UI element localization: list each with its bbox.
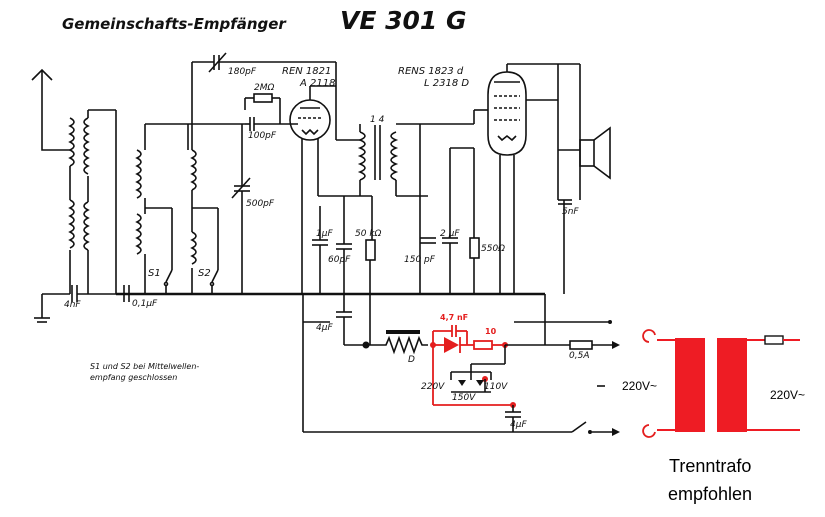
label-mod-res: 10 bbox=[485, 327, 497, 336]
label-2uf: 2 μF bbox=[440, 229, 460, 239]
label-150pf: 150 pF bbox=[404, 255, 436, 265]
ground-symbol bbox=[34, 294, 50, 323]
trafo-caption-line2: empfohlen bbox=[668, 484, 752, 504]
speaker-icon bbox=[558, 126, 611, 180]
fuse bbox=[569, 340, 620, 350]
title-prefix: Gemeinschafts-Empfänger bbox=[62, 15, 287, 33]
title-model: VE 301 G bbox=[340, 6, 467, 35]
label-550: 550Ω bbox=[481, 244, 505, 254]
label-s2: S2 bbox=[198, 268, 211, 279]
label-tube2-line1: RENS 1823 d bbox=[398, 66, 464, 77]
note-line1: S1 und S2 bei Mittelwellen- bbox=[90, 362, 199, 371]
capacitor-150pf bbox=[396, 195, 436, 244]
label-220v: 220V bbox=[421, 382, 445, 392]
label-trafo-pins: 1 4 bbox=[370, 115, 385, 125]
label-1uf: 1μF bbox=[316, 229, 333, 239]
label-d: D bbox=[408, 355, 415, 365]
label-fuse: 0,5A bbox=[569, 351, 589, 361]
label-50k: 50 kΩ bbox=[355, 229, 382, 239]
resistor-d bbox=[366, 330, 428, 355]
resistor-550 bbox=[450, 147, 480, 294]
capacitor-5nf bbox=[558, 199, 572, 294]
label-100pf: 100pF bbox=[248, 131, 277, 141]
label-01uf: 0,1μF bbox=[132, 299, 158, 309]
trafo-caption-line1: Trenntrafo bbox=[669, 456, 751, 476]
label-110v: 110V bbox=[484, 382, 508, 392]
detector-tube bbox=[289, 85, 336, 294]
capacitor-2uf bbox=[442, 148, 458, 294]
label-60pf: 60pF bbox=[328, 255, 351, 265]
voltage-selector bbox=[450, 345, 506, 393]
capacitor-500pf bbox=[231, 124, 251, 294]
capacitor-4nf bbox=[42, 285, 116, 302]
tuning-coils bbox=[135, 123, 245, 294]
isolation-transformer bbox=[642, 329, 800, 438]
note-line2: empfang geschlossen bbox=[90, 373, 177, 382]
resistor-50k bbox=[365, 239, 376, 294]
label-4nf: 4nF bbox=[64, 300, 81, 310]
capacitor-1uf bbox=[312, 206, 328, 294]
label-tube2-line2: L 2318 D bbox=[424, 78, 469, 89]
capacitor-180pf bbox=[191, 52, 336, 150]
antenna-coil-group bbox=[41, 109, 117, 294]
label-4uf-top: 4μF bbox=[316, 323, 333, 333]
label-tube1-line2: A 2118 bbox=[299, 78, 335, 89]
resistor-2mohm bbox=[244, 93, 281, 124]
switch-s2 bbox=[209, 269, 219, 294]
capacitor-4uf-bottom bbox=[505, 405, 521, 432]
label-4uf-bottom: 4μF bbox=[510, 420, 527, 430]
mains-switch bbox=[571, 421, 620, 436]
capacitor-4uf-top bbox=[336, 294, 352, 345]
label-500pf: 500pF bbox=[246, 199, 275, 209]
label-trafo-left-voltage: 220V~ bbox=[622, 379, 657, 393]
label-tube1-line1: REN 1821 bbox=[282, 66, 331, 77]
interstage-transformer bbox=[357, 123, 420, 196]
capacitor-01uf bbox=[123, 285, 130, 302]
output-tube bbox=[487, 64, 527, 294]
label-trafo-right-voltage: 220V~ bbox=[770, 388, 805, 402]
antenna-symbol bbox=[31, 68, 53, 140]
label-s1: S1 bbox=[148, 268, 161, 279]
label-5nf: 5nF bbox=[562, 207, 579, 217]
label-150v: 150V bbox=[452, 393, 476, 403]
switch-s1 bbox=[163, 269, 173, 294]
label-180pf: 180pF bbox=[228, 67, 257, 77]
label-2mohm: 2MΩ bbox=[254, 83, 274, 93]
capacitor-60pf bbox=[336, 196, 352, 294]
label-mod-cap: 4,7 nF bbox=[440, 313, 468, 322]
